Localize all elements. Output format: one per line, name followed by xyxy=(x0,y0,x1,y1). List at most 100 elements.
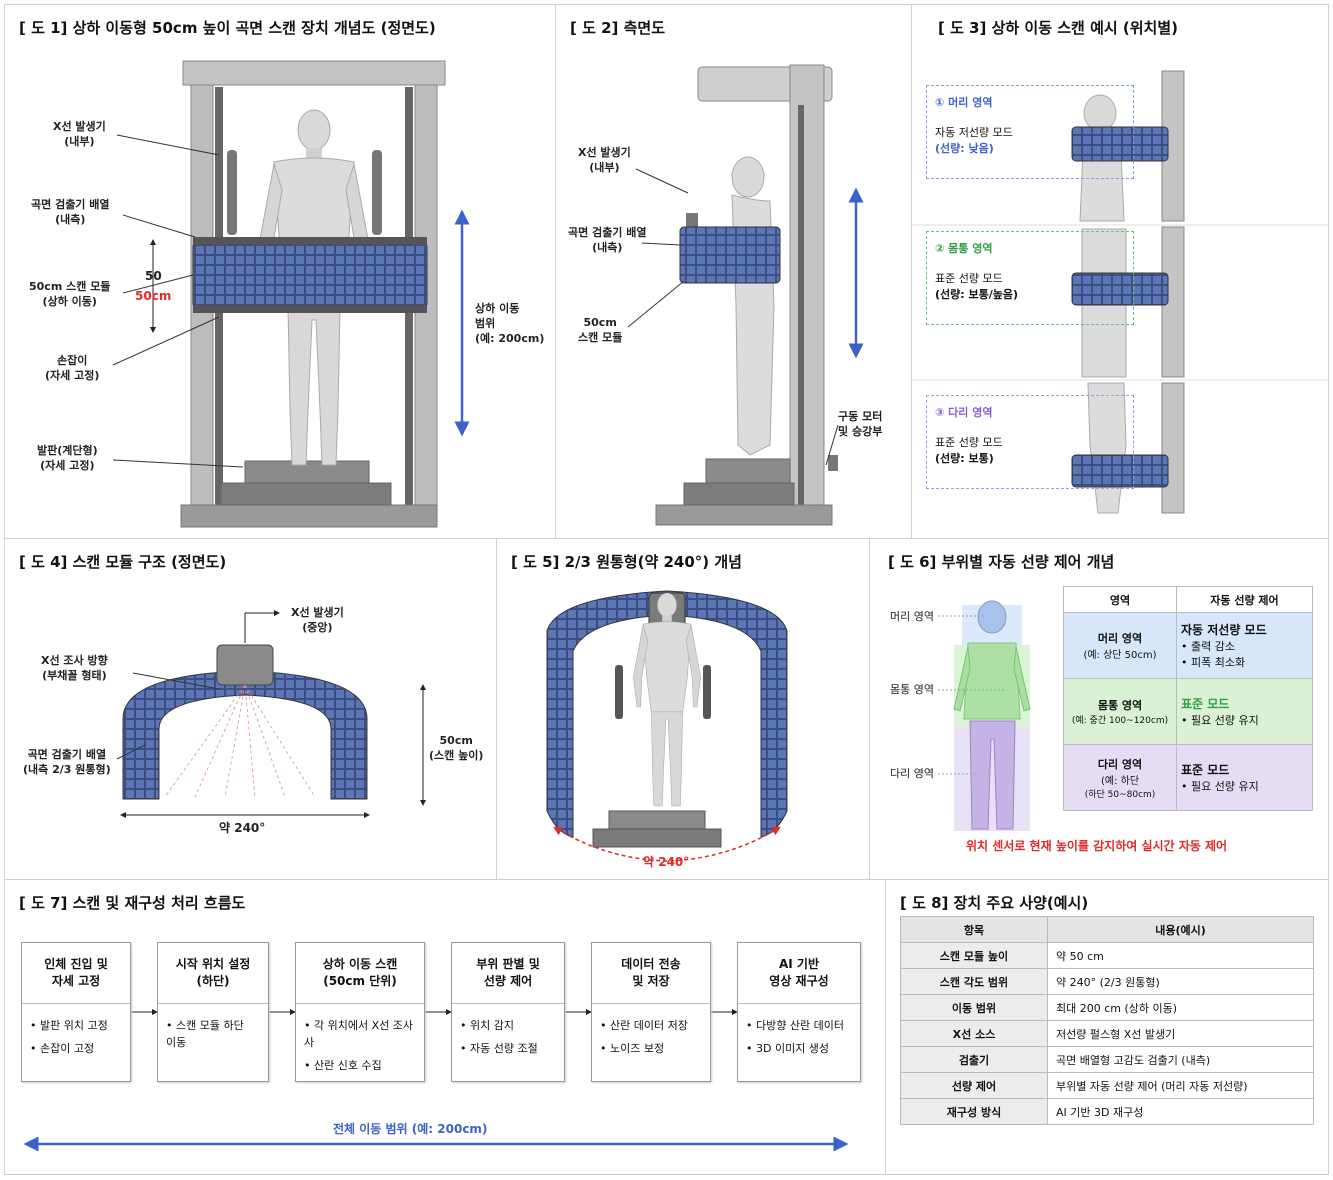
fig6-note: 위치 센서로 현재 높이를 감지하여 실시간 자동 제어 xyxy=(966,839,1228,853)
fig3-zone-head-mode: 자동 저선량 모드 xyxy=(935,126,1013,139)
fig1-xray-label: X선 발생기 (내부) xyxy=(53,120,106,148)
fig8-row-value: 최대 200 cm (상하 이동) xyxy=(1047,994,1314,1021)
panel-fig4: [ 도 4] 스캔 모듈 구조 (정면도) X선 발생기 (중앙) X선 조사 … xyxy=(4,538,497,880)
fig6-row-torso-zone: 몸통 영역 xyxy=(1097,699,1143,712)
fig3-drawing xyxy=(912,70,1328,514)
flow-step-1: 인체 진입 및 자세 고정 • 발판 위치 고정 • 손잡이 고정 xyxy=(21,942,131,1082)
flow-step-4: 부위 판별 및 선량 제어 • 위치 감지• 자동 선량 조절 xyxy=(451,942,565,1082)
flow-step-6-title: AI 기반 영상 재구성 xyxy=(738,943,860,1004)
fig2-title: [ 도 2] 측면도 xyxy=(570,19,666,37)
fig8-row-value: 곡면 배열형 고감도 검출기 (내측) xyxy=(1047,1046,1314,1073)
fig8-title: [ 도 8] 장치 주요 사양(예시) xyxy=(900,894,1089,912)
fig3-zone-torso-sub: (선량: 보통/높음) xyxy=(935,288,1019,301)
fig1-title: [ 도 1] 상하 이동형 50cm 높이 곡면 스캔 장치 개념도 (정면도) xyxy=(19,19,436,37)
fig8-row-key: 스캔 모듈 높이 xyxy=(900,942,1048,969)
flow-step-5: 데이터 전송 및 저장 • 산란 데이터 저장• 노이즈 보정 xyxy=(591,942,711,1082)
fig6-row-leg-zone: 다리 영역 xyxy=(1097,757,1143,771)
fig5-drawing xyxy=(546,590,788,862)
fig8-row-value: 약 50 cm xyxy=(1047,942,1314,969)
flow-step-4-title: 부위 판별 및 선량 제어 xyxy=(452,943,564,1004)
fig6-label-leg: 다리 영역 xyxy=(890,767,934,780)
flow-step-6-b1: • 다방향 산란 데이터 xyxy=(746,1019,844,1032)
fig8-th-content: 내용(예시) xyxy=(1047,916,1314,943)
fig2-xray-label: X선 발생기 (내부) xyxy=(578,146,631,174)
fig8-row-key: 스캔 각도 범위 xyxy=(900,968,1048,995)
fig3-zone-torso: ② 몸통 영역 표준 선량 모드 (선량: 보통/높음) xyxy=(926,231,1134,325)
flow-step-5-b2: • 노이즈 보정 xyxy=(600,1042,665,1055)
fig6-row-torso-ctrl: 표준 모드 xyxy=(1181,697,1230,711)
fig3-zone-leg-sub: (선량: 보통) xyxy=(935,452,994,465)
fig6-row-head-zone: 머리 영역 xyxy=(1097,632,1143,645)
flow-step-3: 상하 이동 스캔 (50cm 단위) • 각 위치에서 X선 조사 사 • 산란 … xyxy=(295,942,425,1082)
fig1-drawing xyxy=(112,60,470,528)
flow-step-1-b2: • 손잡이 고정 xyxy=(30,1042,95,1055)
fig4-xray-label: X선 발생기 (중앙) xyxy=(291,606,344,634)
fig6-row-leg-ctrl: 표준 모드 xyxy=(1181,763,1230,777)
fig1-foot-label: 발판(계단형) (자세 고정) xyxy=(37,444,98,472)
fig8-row-value: AI 기반 3D 재구성 xyxy=(1047,1098,1314,1125)
fig4-drawing xyxy=(116,610,426,818)
flow-step-6-b2: • 3D 이미지 생성 xyxy=(746,1042,830,1055)
fig1-height-red: 50cm xyxy=(135,289,172,303)
fig6-th-control: 자동 선량 제어 xyxy=(1176,586,1313,613)
fig6-row-torso: 몸통 영역(예: 중간 100~120cm) 표준 모드• 필요 선량 유지 xyxy=(1063,678,1313,745)
fig6-row-head-b2: • 피폭 최소화 xyxy=(1181,656,1246,669)
fig2-detector-label: 곡면 검출기 배열 (내측) xyxy=(568,226,647,254)
fig3-title: [ 도 3] 상하 이동 스캔 예시 (위치별) xyxy=(938,19,1179,37)
fig3-zone-leg-title: ③ 다리 영역 xyxy=(935,406,993,419)
flow-step-3-b2: • 산란 신호 수집 xyxy=(304,1059,382,1072)
fig2-module-label: 50cm 스캔 모듈 xyxy=(578,316,623,344)
fig6-row-leg: 다리 영역(예: 하단(하단 50~80cm) 표준 모드• 필요 선량 유지 xyxy=(1063,744,1313,811)
fig1-module-label: 50cm 스캔 모듈 (상하 이동) xyxy=(29,280,111,308)
fig8-row-key: 이동 범위 xyxy=(900,994,1048,1021)
fig3-zone-head: ① 머리 영역 자동 저선량 모드 (선량: 낮음) xyxy=(926,85,1134,179)
panel-fig5: [ 도 5] 2/3 원통형(약 240°) 개념 약 240° xyxy=(496,538,870,880)
flow-step-5-b1: • 산란 데이터 저장 xyxy=(600,1019,688,1032)
fig1-detector-label: 곡면 검출기 배열 (내측) xyxy=(31,198,110,226)
fig4-dir-label: X선 조사 방향 (부채꼴 형태) xyxy=(41,654,108,682)
fig6-row-head-b1: • 출력 감소 xyxy=(1181,640,1235,653)
fig6-row-leg-zsub: (예: 하단 xyxy=(1100,775,1140,787)
fig6-row-torso-b1: • 필요 선량 유지 xyxy=(1181,714,1259,727)
panel-fig3: [ 도 3] 상하 이동 스캔 예시 (위치별) ① 머리 영역 자동 저선량 … xyxy=(911,4,1329,539)
fig8-row-key: 검출기 xyxy=(900,1046,1048,1073)
fig5-angle-label: 약 240° xyxy=(643,855,690,869)
fig8-row-value: 저선량 펄스형 X선 발생기 xyxy=(1047,1020,1314,1047)
fig8-row-key: 선량 제어 xyxy=(900,1072,1048,1099)
fig6-label-torso: 몸통 영역 xyxy=(890,683,934,696)
fig2-drawing xyxy=(627,64,864,526)
fig7-drawing xyxy=(23,1009,849,1152)
panel-fig7: [ 도 7] 스캔 및 재구성 처리 흐름도 인체 진입 및 자세 고정 • 발… xyxy=(4,879,886,1175)
flow-step-3-title: 상하 이동 스캔 (50cm 단위) xyxy=(296,943,424,1004)
fig3-zone-torso-title: ② 몸통 영역 xyxy=(935,242,993,255)
flow-step-1-b1: • 발판 위치 고정 xyxy=(30,1019,108,1032)
fig7-title: [ 도 7] 스캔 및 재구성 처리 흐름도 xyxy=(19,894,246,912)
fig8-row-key: 재구성 방식 xyxy=(900,1098,1048,1125)
fig8-row-value: 약 240° (2/3 원통형) xyxy=(1047,968,1314,995)
fig3-zone-leg-mode: 표준 선량 모드 xyxy=(935,436,1003,449)
fig6-dose-table: 영역 자동 선량 제어 머리 영역(예: 상단 50cm) 자동 저선량 모드•… xyxy=(1063,586,1313,811)
fig3-zone-head-title: ① 머리 영역 xyxy=(935,96,993,109)
flow-step-2: 시작 위치 설정 (하단) • 스캔 모듈 하단 이동 xyxy=(157,942,269,1082)
fig6-row-head-ctrl: 자동 저선량 모드 xyxy=(1181,623,1267,637)
fig4-detector-label: 곡면 검출기 배열 (내측 2/3 원통형) xyxy=(23,748,111,776)
fig8-row-key: X선 소스 xyxy=(900,1020,1048,1047)
flow-step-1-title: 인체 진입 및 자세 고정 xyxy=(22,943,130,1004)
panel-fig6: [ 도 6] 부위별 자동 선량 제어 개념 머리 영역 몸통 영역 다리 영역… xyxy=(869,538,1329,880)
flow-step-2-b1: • 스캔 모듈 하단 이동 xyxy=(166,1019,244,1049)
fig4-height-label: 50cm (스캔 높이) xyxy=(429,734,484,762)
fig1-handle-label: 손잡이 (자세 고정) xyxy=(45,354,100,382)
fig6-title: [ 도 6] 부위별 자동 선량 제어 개념 xyxy=(888,553,1115,571)
fig7-range-label: 전체 이동 범위 (예: 200cm) xyxy=(333,1122,488,1136)
fig3-zone-leg: ③ 다리 영역 표준 선량 모드 (선량: 보통) xyxy=(926,395,1134,489)
flow-step-3-b1: • 각 위치에서 X선 조사 사 xyxy=(304,1019,413,1049)
fig4-title: [ 도 4] 스캔 모듈 구조 (정면도) xyxy=(19,553,227,571)
